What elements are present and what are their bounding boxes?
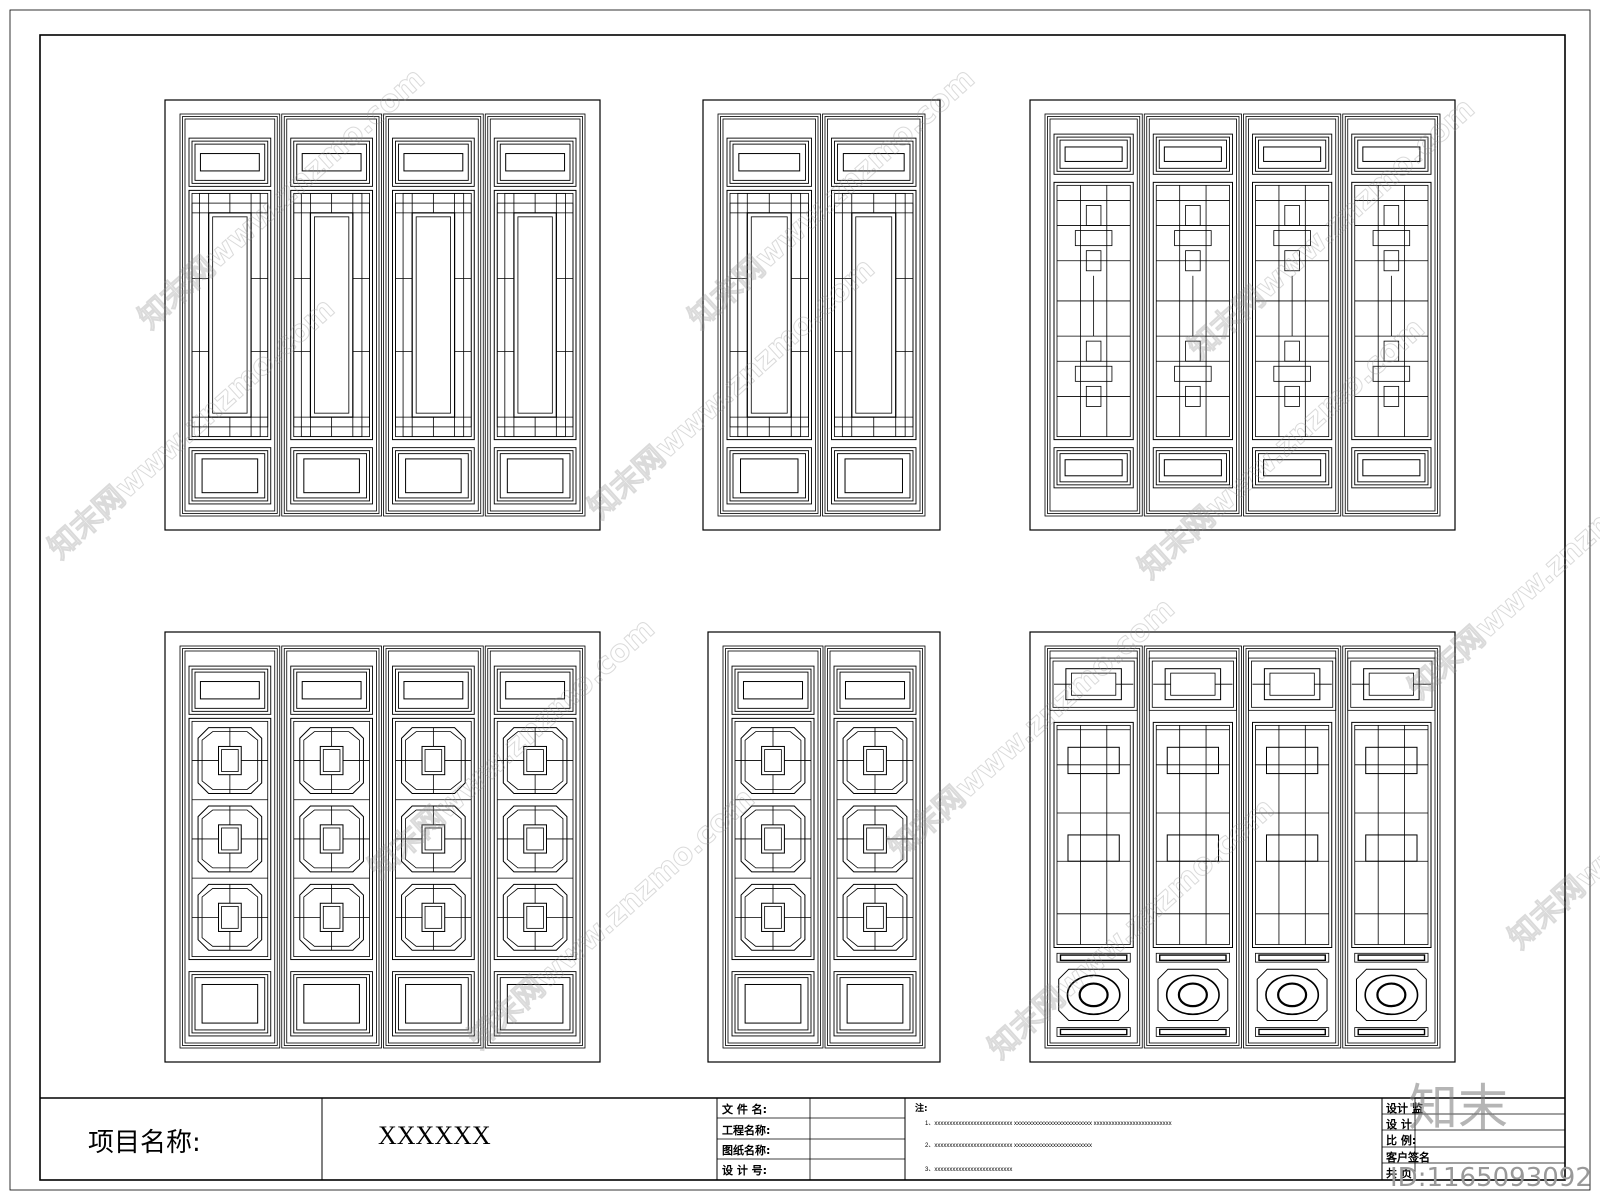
field-scale: 比 例: xyxy=(1386,1134,1417,1147)
door-panel-2 xyxy=(702,99,941,531)
watermark-id: ID:1165093092 xyxy=(1390,1163,1592,1193)
door-leaf xyxy=(484,645,586,1049)
watermark-text: 知末网www.znzmo.com xyxy=(1502,681,1600,956)
door-leaf xyxy=(1143,645,1242,1049)
title-block xyxy=(40,1097,1565,1180)
door-leaf xyxy=(1342,645,1441,1049)
field-drawing-title: 图纸名称: xyxy=(722,1144,771,1157)
door-panel-6 xyxy=(1029,631,1456,1063)
door-panel-3 xyxy=(1029,99,1456,531)
project-name-value: XXXXXX xyxy=(378,1121,491,1150)
door-leaf xyxy=(383,113,484,517)
notes-label: 注: xyxy=(915,1104,928,1114)
door-leaf xyxy=(1342,113,1441,517)
door-leaf xyxy=(822,113,926,517)
door-leaf xyxy=(281,645,382,1049)
door-panel-4 xyxy=(164,631,601,1063)
door-leaf xyxy=(1044,645,1143,1049)
watermark-text: 知末网www.znzmo.com xyxy=(1132,311,1432,586)
door-leaf xyxy=(281,113,382,517)
door-leaf xyxy=(1044,113,1143,517)
door-panels xyxy=(164,99,1456,1063)
door-leaf xyxy=(1243,645,1342,1049)
door-leaf xyxy=(824,645,926,1049)
watermark-text: 知末网www.znzmo.com xyxy=(462,781,762,1056)
door-leaf xyxy=(717,113,821,517)
field-project-title: 工程名称: xyxy=(722,1124,771,1137)
door-leaf xyxy=(179,113,281,517)
door-leaf xyxy=(1143,113,1242,517)
door-leaf xyxy=(722,645,824,1049)
door-leaf xyxy=(1243,113,1342,517)
watermark-text: 知末网www.znzmo.com xyxy=(1402,431,1600,706)
note-line-1: 1、xxxxxxxxxxxxxxxxxxxxxxxxxx xxxxxxxxxxx… xyxy=(925,1121,1172,1127)
field-file-name: 文 件 名: xyxy=(722,1103,768,1116)
field-designer: 设 计 xyxy=(1386,1118,1412,1131)
note-line-3: 3、xxxxxxxxxxxxxxxxxxxxxxxxxx xyxy=(925,1167,1013,1173)
door-leaf xyxy=(179,645,281,1049)
door-leaf xyxy=(383,645,484,1049)
sheet-border-outer xyxy=(9,9,1591,1191)
field-design-supervisor: 设计 监 xyxy=(1386,1102,1423,1115)
project-name-label: 项目名称: xyxy=(88,1128,201,1158)
door-panel-1 xyxy=(164,99,601,531)
watermark-logo: 知末 xyxy=(1408,1079,1508,1137)
sheet-border-inner xyxy=(39,34,1566,1181)
field-total-pages: 共 页 xyxy=(1386,1167,1412,1180)
note-line-2: 2、xxxxxxxxxxxxxxxxxxxxxxxxxx xxxxxxxxxxx… xyxy=(925,1143,1093,1149)
field-client-signature: 客户签名 xyxy=(1386,1151,1430,1164)
door-leaf xyxy=(484,113,586,517)
door-panel-5 xyxy=(707,631,941,1063)
watermark-text: 知末网www.znzmo.com xyxy=(362,611,662,886)
field-design-number: 设 计 号: xyxy=(722,1164,768,1177)
